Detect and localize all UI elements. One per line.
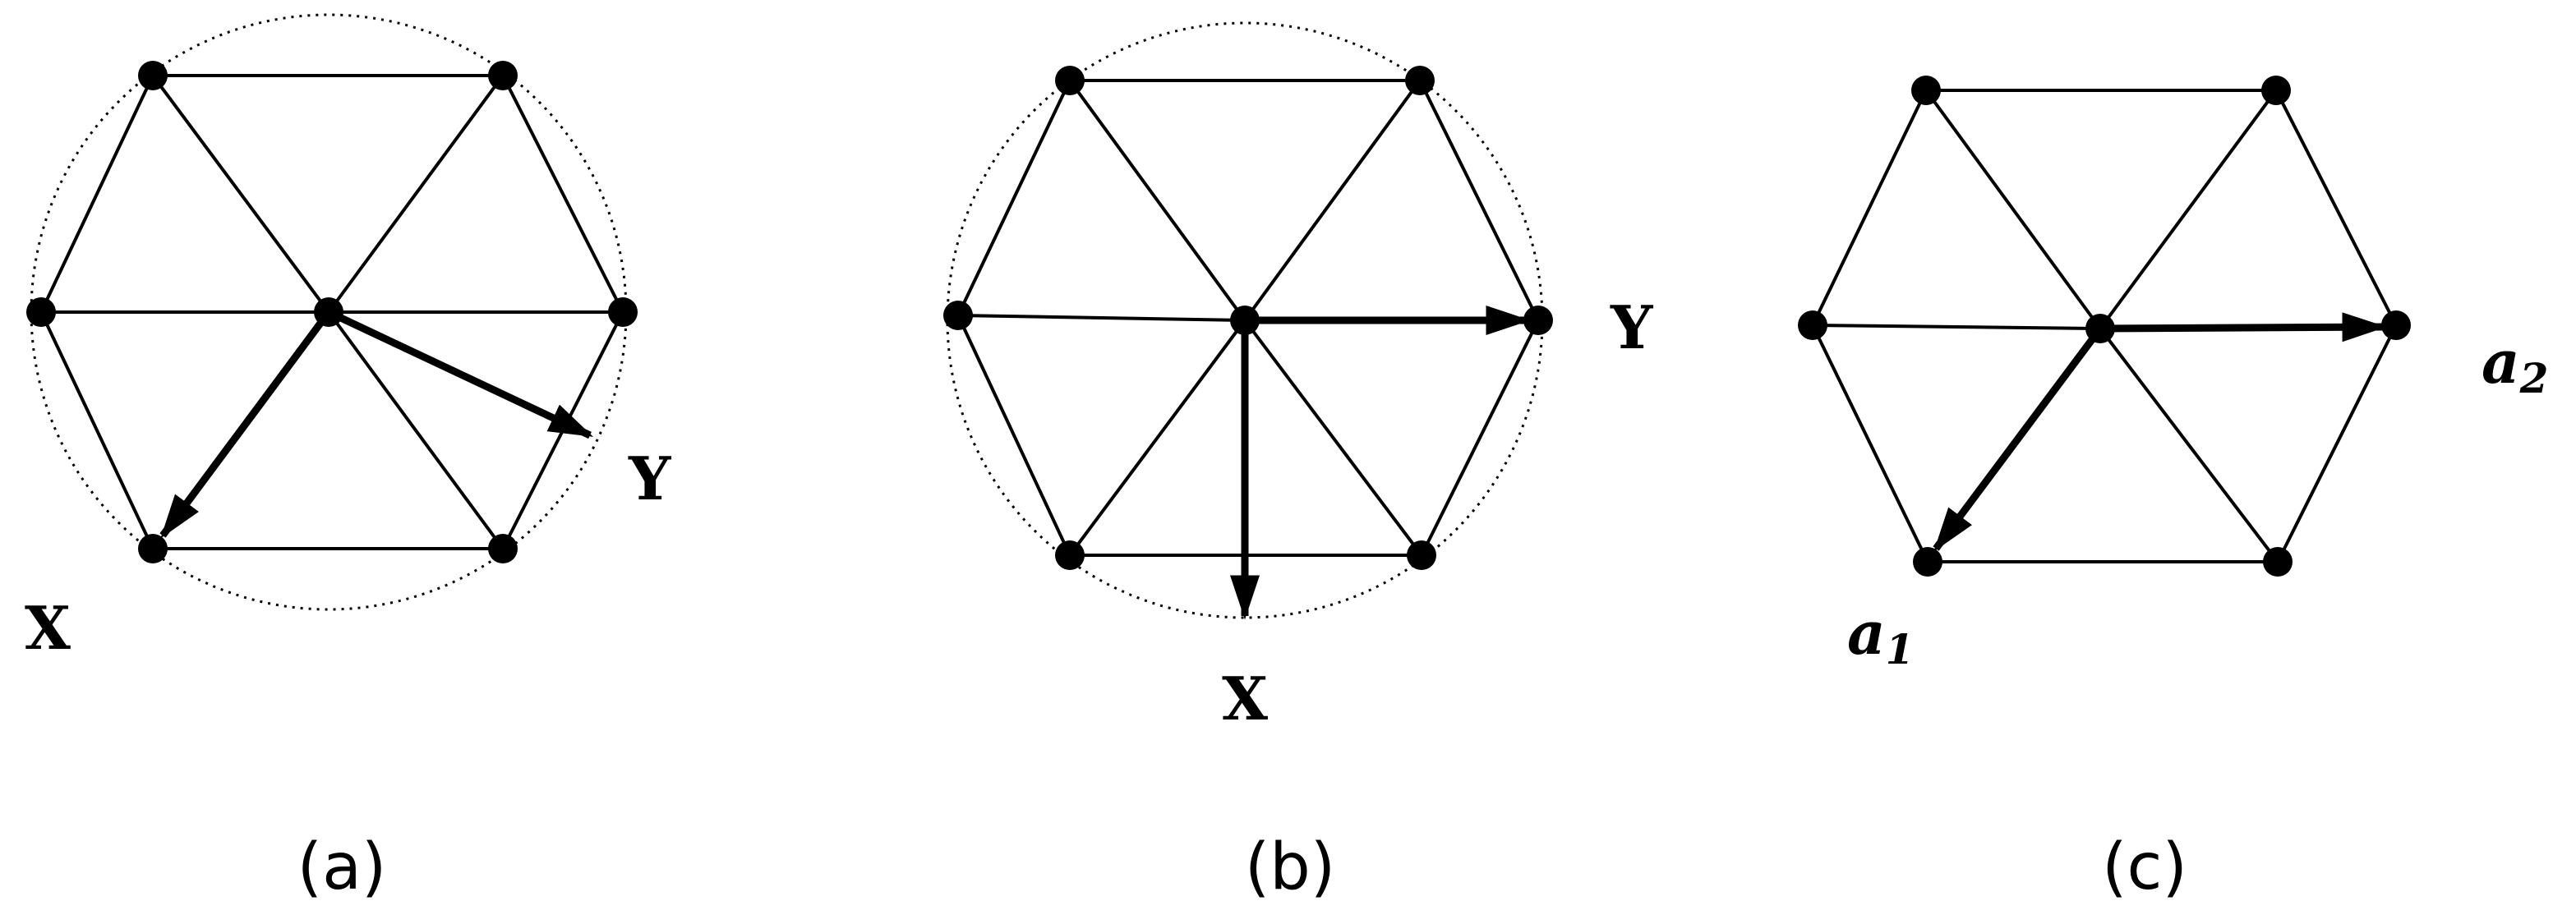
panel-c-edges <box>1811 89 2398 563</box>
panel-b-nodes <box>943 66 1553 570</box>
panel-a-x-label: X <box>25 593 71 663</box>
panel-c: a1 a2 (c) <box>1798 76 2548 904</box>
panel-b-y-label: Y <box>1610 292 1654 362</box>
panel-a-y-label: Y <box>628 444 672 513</box>
panel-a: X Y (a) <box>25 13 672 904</box>
panel-b: X Y (b) <box>943 21 1654 904</box>
panel-c-nodes <box>1798 76 2411 577</box>
panel-c-a1-vector <box>1933 326 2104 552</box>
panel-a-x-vector <box>159 310 332 539</box>
panel-a-edges <box>39 74 624 550</box>
panel-c-a2-vector <box>2099 312 2387 342</box>
panel-b-caption: (b) <box>1245 830 1335 904</box>
panel-c-caption: (c) <box>2102 830 2187 904</box>
panel-a-caption: (a) <box>297 830 387 904</box>
panel-c-a2-label: a2 <box>2482 327 2548 402</box>
panel-a-y-vector <box>327 308 594 439</box>
panel-b-x-label: X <box>1222 664 1268 733</box>
panel-b-edges <box>956 79 1540 557</box>
panel-a-nodes <box>26 61 638 563</box>
panel-c-a1-label: a1 <box>1847 598 1914 673</box>
